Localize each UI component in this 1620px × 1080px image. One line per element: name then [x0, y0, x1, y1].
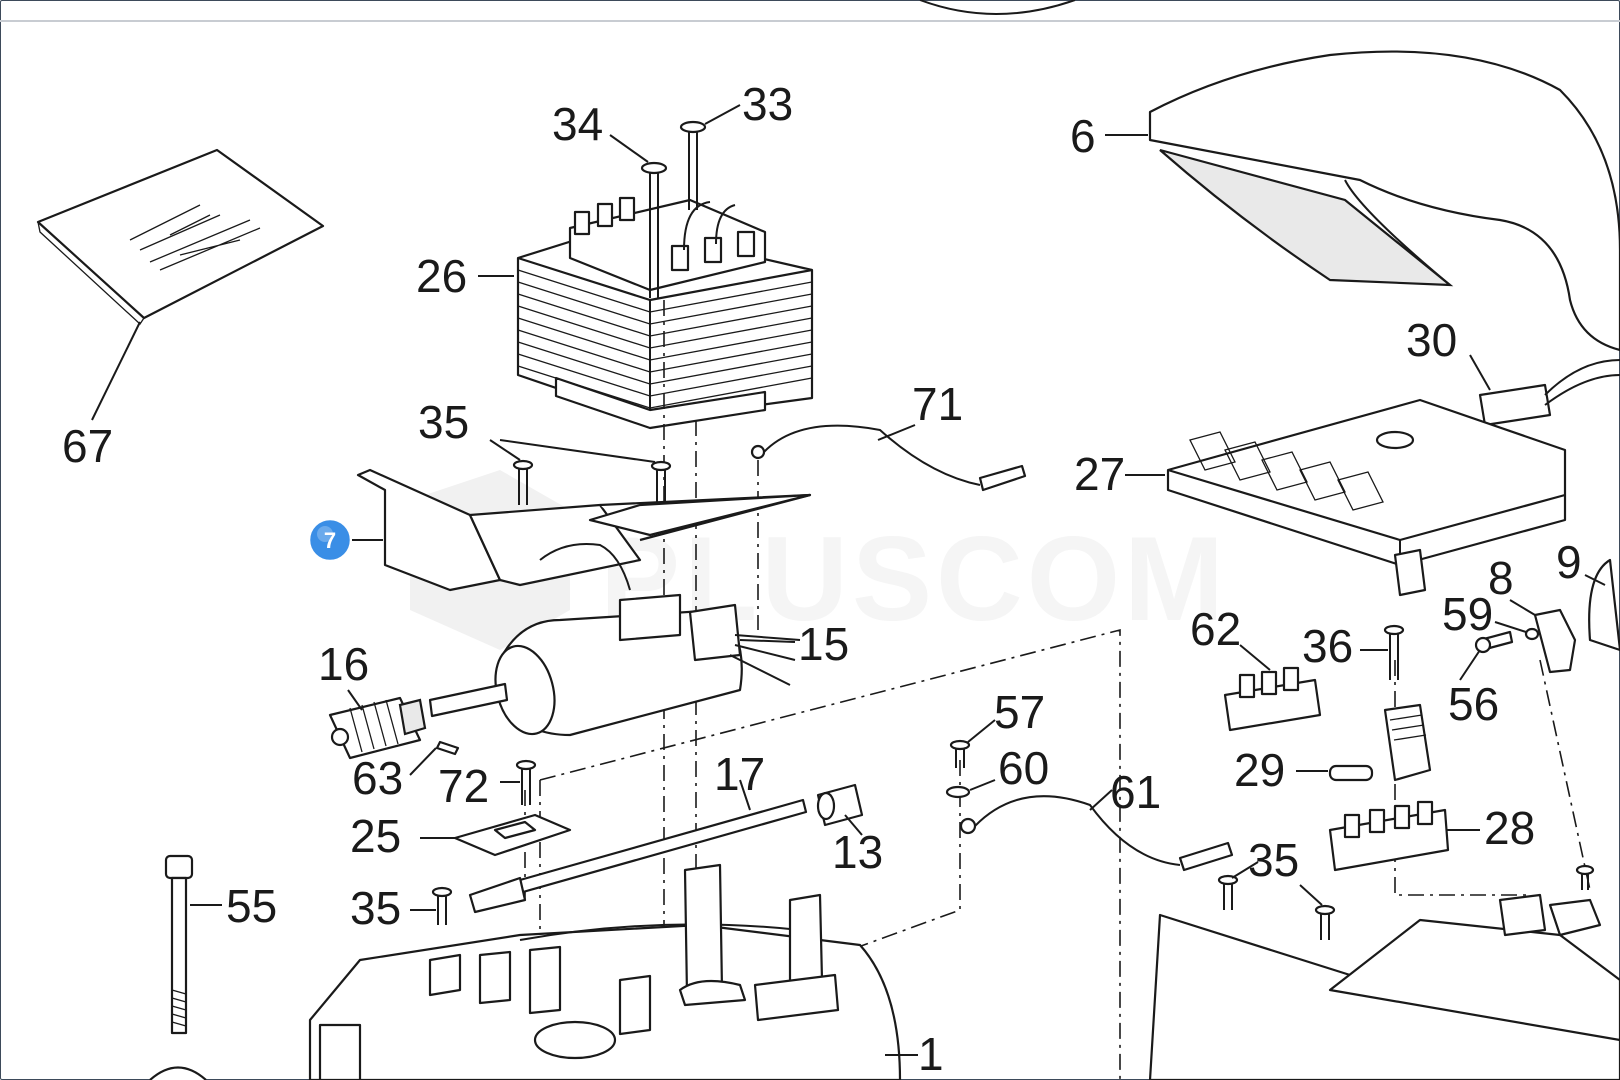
label-1: 1: [918, 1028, 944, 1080]
part-35-screw-right[interactable]: [1217, 861, 1336, 940]
hotspot-7[interactable]: 7: [307, 517, 383, 563]
label-17: 17: [714, 748, 765, 800]
part-13-bushing[interactable]: [816, 783, 864, 836]
part-27-control-board[interactable]: [1125, 398, 1567, 597]
label-26: 26: [416, 250, 467, 302]
label-15: 15: [798, 618, 849, 670]
label-16: 16: [318, 638, 369, 690]
label-27: 27: [1074, 448, 1125, 500]
top-divider: [0, 20, 1620, 22]
part-63-screw[interactable]: [409, 740, 460, 776]
part-15-motor[interactable]: [428, 593, 801, 741]
label-30: 30: [1406, 314, 1457, 366]
hotspot-number: 7: [324, 528, 336, 553]
part-35-screw-lower[interactable]: [410, 886, 453, 925]
part-57-screw[interactable]: [949, 719, 996, 768]
part-1-base-housing[interactable]: [308, 863, 918, 1080]
right-lower-housing: [1148, 864, 1620, 1080]
label-60: 60: [998, 742, 1049, 794]
axis-line-right: [539, 628, 1121, 1080]
part-26-transformer[interactable]: [478, 196, 814, 430]
label-36: 36: [1302, 620, 1353, 672]
part-61-cable[interactable]: [959, 789, 1234, 872]
part-71-cable[interactable]: [750, 424, 1027, 492]
label-35-lower: 35: [350, 882, 401, 934]
label-62: 62: [1190, 603, 1241, 655]
label-35-upper: 35: [418, 396, 469, 448]
part-17-shaft[interactable]: [468, 779, 808, 914]
part-59-washer[interactable]: [1494, 621, 1540, 641]
part-67-manual[interactable]: [36, 148, 325, 421]
part-16-worm[interactable]: [328, 689, 427, 760]
label-61: 61: [1110, 766, 1161, 818]
part-labels: 67 34 33 26 35 71 16 15 63 72 17 25 13 5…: [62, 78, 1582, 1080]
part-30-connector[interactable]: [1469, 354, 1620, 427]
label-34: 34: [552, 98, 603, 150]
part-34-screw[interactable]: [609, 134, 668, 298]
part-25-plate[interactable]: [420, 813, 572, 857]
part-9-part[interactable]: [1584, 558, 1620, 652]
label-57: 57: [994, 686, 1045, 738]
label-25: 25: [350, 810, 401, 862]
part-55-bolt[interactable]: [149, 854, 222, 1080]
part-36-screw[interactable]: [1360, 624, 1405, 680]
part-56-screw[interactable]: [1459, 630, 1514, 681]
top-edge-part: [919, 0, 1076, 15]
label-55: 55: [226, 880, 277, 932]
part-28-terminal-block[interactable]: [1328, 800, 1480, 872]
part-72-screw[interactable]: [500, 759, 537, 805]
part-6-cover[interactable]: [1105, 50, 1620, 352]
label-29: 29: [1234, 744, 1285, 796]
label-6: 6: [1070, 110, 1096, 162]
label-13: 13: [832, 826, 883, 878]
axis-line-60: [849, 760, 961, 951]
part-60-washer[interactable]: [945, 779, 996, 799]
label-71: 71: [912, 378, 963, 430]
label-28: 28: [1484, 802, 1535, 854]
label-72: 72: [438, 760, 489, 812]
part-29-fuse[interactable]: [1296, 703, 1432, 782]
axis-line-9: [1539, 659, 1591, 891]
label-67: 67: [62, 420, 113, 472]
label-8: 8: [1488, 552, 1514, 604]
label-63: 63: [352, 752, 403, 804]
part-8-part[interactable]: [1509, 599, 1577, 674]
label-59: 59: [1442, 588, 1493, 640]
label-35-right: 35: [1248, 834, 1299, 886]
part-7-bracket[interactable]: [356, 468, 812, 592]
part-35-screw-upper[interactable]: [489, 439, 672, 505]
part-33-screw[interactable]: [679, 104, 741, 210]
label-56: 56: [1448, 678, 1499, 730]
label-33: 33: [742, 78, 793, 130]
label-9: 9: [1556, 536, 1582, 588]
part-62-terminal-block[interactable]: [1223, 644, 1322, 732]
